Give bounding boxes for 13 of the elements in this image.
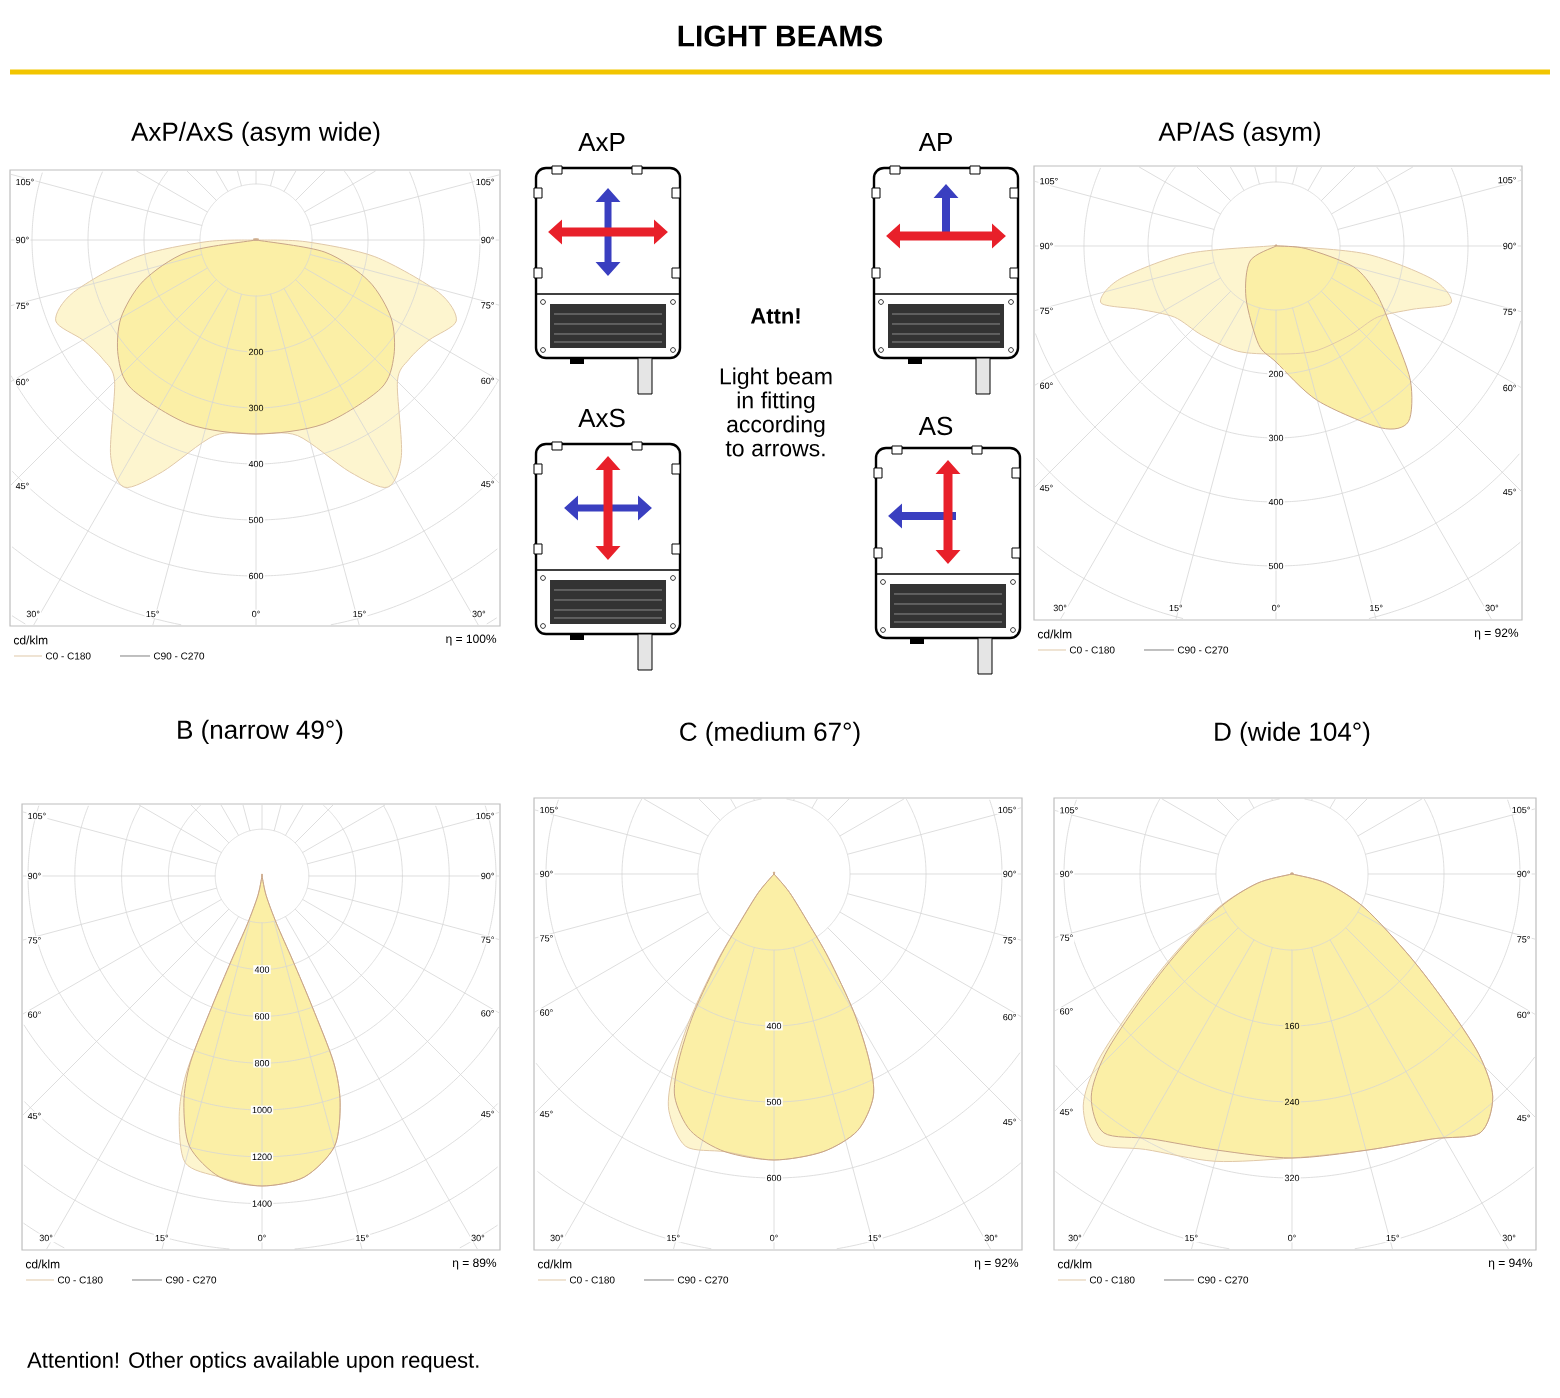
note-text: Light beam in fitting according to arrows. [720, 367, 832, 457]
chart-heading: C (medium 67°) [680, 721, 860, 747]
chart-heading: AxP/AxS (asym wide) [131, 121, 380, 147]
chart-heading: D (wide 104°) [1215, 721, 1370, 747]
fixture-label: AS [918, 416, 953, 436]
fixture-label: AxP [578, 133, 625, 151]
fixture-label: AxS [578, 408, 625, 428]
chart-heading: AP/AS (asym) [1158, 121, 1320, 147]
fixture-label: AP [918, 133, 952, 151]
footer-note: Attention! Other optics available upon request. [27, 1351, 479, 1373]
page-title: LIGHT BEAMS [678, 25, 883, 47]
chart-heading: B (narrow 49°) [178, 719, 343, 745]
note-text: Attn! [750, 308, 800, 324]
